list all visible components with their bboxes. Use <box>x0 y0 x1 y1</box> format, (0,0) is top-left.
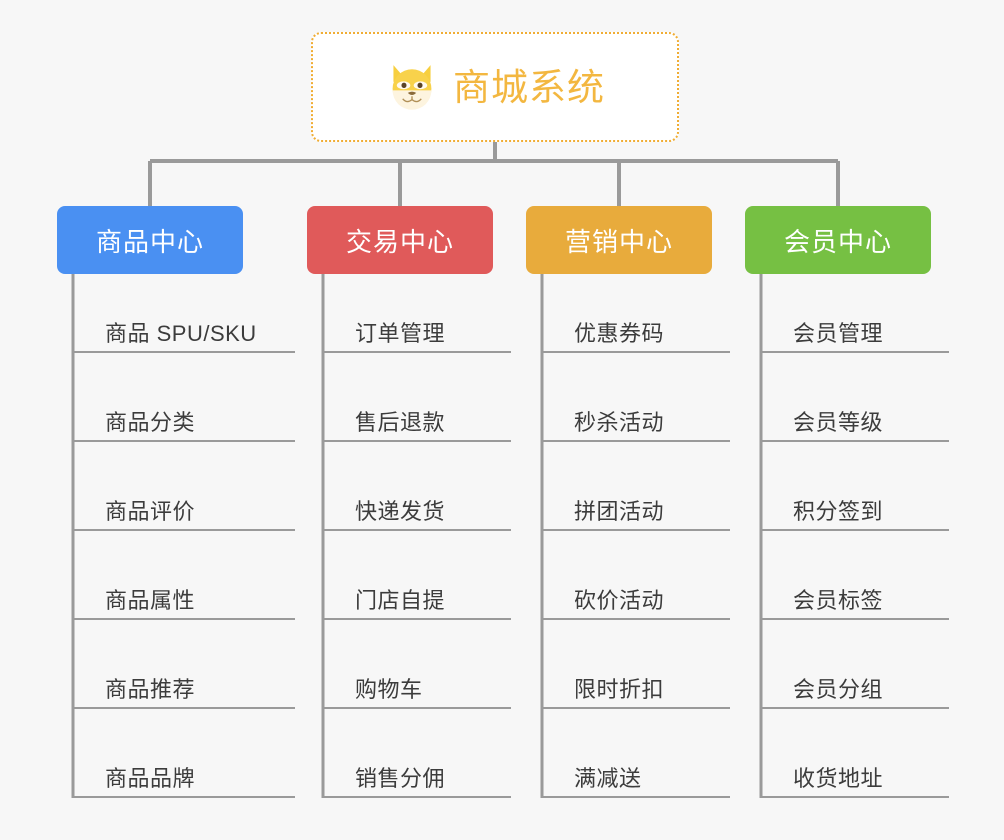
leaf-item[interactable]: 收货地址 <box>761 758 949 798</box>
leaf-item-label: 商品 SPU/SKU <box>105 321 257 346</box>
leaf-item[interactable]: 商品推荐 <box>73 669 295 709</box>
leaf-item-label: 门店自提 <box>355 588 446 613</box>
leaf-item[interactable]: 秒杀活动 <box>542 402 730 442</box>
leaf-item[interactable]: 商品品牌 <box>73 758 295 798</box>
leaf-item-label: 会员分组 <box>793 677 884 702</box>
leaf-item-label: 购物车 <box>355 677 423 702</box>
leaf-item[interactable]: 快递发货 <box>323 491 511 531</box>
leaf-item-label: 商品评价 <box>105 499 196 524</box>
leaf-item[interactable]: 满减送 <box>542 758 730 798</box>
leaf-item-label: 销售分佣 <box>355 766 446 791</box>
leaf-item-label: 收货地址 <box>793 766 884 791</box>
leaf-item[interactable]: 限时折扣 <box>542 669 730 709</box>
leaf-item[interactable]: 订单管理 <box>323 313 511 353</box>
leaf-item-label: 售后退款 <box>355 410 446 435</box>
leaf-item-label: 商品分类 <box>105 410 196 435</box>
leaf-item[interactable]: 会员等级 <box>761 402 949 442</box>
branch-head-label: 营销中心 <box>564 226 673 257</box>
leaf-item-label: 秒杀活动 <box>574 410 665 435</box>
leaf-item-label: 限时折扣 <box>574 677 665 702</box>
leaf-item[interactable]: 会员标签 <box>761 580 949 620</box>
branch-head-label: 会员中心 <box>783 226 892 257</box>
leaf-item-label: 满减送 <box>574 766 642 791</box>
leaf-item[interactable]: 商品评价 <box>73 491 295 531</box>
leaf-item-label: 积分签到 <box>793 499 884 524</box>
leaf-item-label: 会员等级 <box>793 410 884 435</box>
root-title: 商城系统 <box>453 66 605 108</box>
leaf-item[interactable]: 商品分类 <box>73 402 295 442</box>
branch-head-label: 交易中心 <box>345 226 454 257</box>
leaf-item[interactable]: 销售分佣 <box>323 758 511 798</box>
leaf-item-label: 优惠券码 <box>574 321 665 346</box>
leaf-item[interactable]: 砍价活动 <box>542 580 730 620</box>
branch-head-label: 商品中心 <box>95 226 204 257</box>
branch-head-2[interactable]: 营销中心 <box>526 206 712 274</box>
leaf-item-label: 订单管理 <box>355 321 446 346</box>
leaf-item[interactable]: 会员管理 <box>761 313 949 353</box>
leaf-item-label: 会员标签 <box>793 588 884 613</box>
leaf-item[interactable]: 会员分组 <box>761 669 949 709</box>
leaf-item-label: 商品品牌 <box>105 766 196 791</box>
leaf-item-label: 会员管理 <box>793 321 884 346</box>
leaf-item-label: 拼团活动 <box>574 499 665 524</box>
root-node[interactable]: 商城系统 <box>311 32 679 142</box>
leaf-item-label: 商品属性 <box>105 588 196 613</box>
leaf-item-label: 砍价活动 <box>574 588 665 613</box>
leaf-item-label: 快递发货 <box>355 499 446 524</box>
leaf-item[interactable]: 门店自提 <box>323 580 511 620</box>
leaf-item[interactable]: 拼团活动 <box>542 491 730 531</box>
leaf-item[interactable]: 售后退款 <box>323 402 511 442</box>
leaf-item[interactable]: 商品 SPU/SKU <box>73 313 295 353</box>
leaf-item[interactable]: 积分签到 <box>761 491 949 531</box>
leaf-item[interactable]: 优惠券码 <box>542 313 730 353</box>
leaf-item[interactable]: 商品属性 <box>73 580 295 620</box>
leaf-item[interactable]: 购物车 <box>323 669 511 709</box>
branch-head-0[interactable]: 商品中心 <box>57 206 243 274</box>
branch-head-1[interactable]: 交易中心 <box>307 206 493 274</box>
shiba-dog-icon <box>392 65 432 110</box>
leaf-item-label: 商品推荐 <box>105 677 196 702</box>
branch-head-3[interactable]: 会员中心 <box>745 206 931 274</box>
